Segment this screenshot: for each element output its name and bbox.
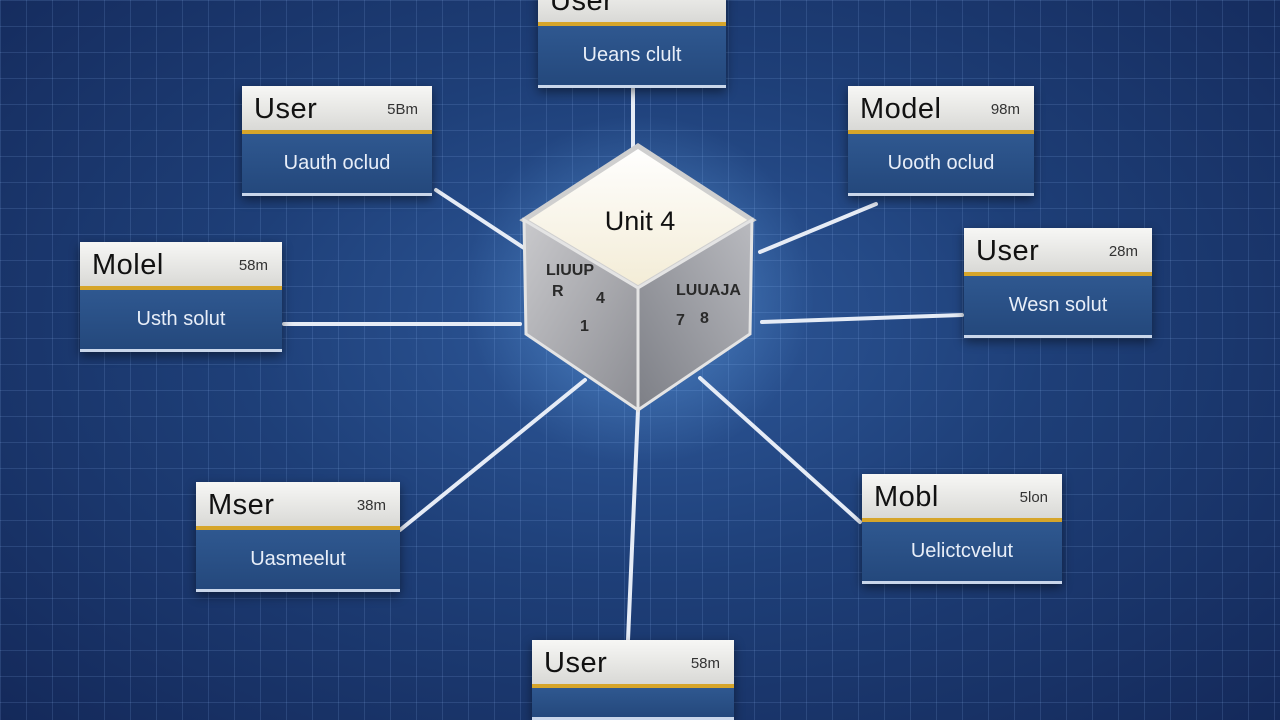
node-subtitle: Uooth oclud <box>848 134 1034 196</box>
node-card-header: Model 98m <box>848 86 1034 134</box>
node-title: Mser <box>208 489 275 521</box>
node-subtitle: Usth solut <box>80 290 282 352</box>
cube-right-face-text-2: 7 <box>676 312 685 329</box>
center-label: Unit 4 <box>604 206 676 236</box>
node-title: Model <box>860 93 942 125</box>
node-subtitle: Uauth oclud <box>242 134 432 196</box>
cube-right-face-text-3: 8 <box>700 310 709 327</box>
cube-left-face-text-4: 4 <box>596 290 605 307</box>
node-card-mid-right[interactable]: User 28m Wesn solut <box>964 228 1152 338</box>
node-tag: 38m <box>356 497 386 514</box>
node-title: Molel <box>92 249 164 281</box>
node-card-top-right[interactable]: Model 98m Uooth oclud <box>848 86 1034 196</box>
connector-top-left <box>434 188 526 250</box>
connector-bottom-right <box>698 376 862 524</box>
node-title: User <box>254 93 318 125</box>
node-title: User <box>544 647 608 679</box>
center-cube <box>519 143 757 413</box>
node-tag: 5lon <box>1019 489 1048 506</box>
node-title: User <box>976 235 1040 267</box>
node-card-mid-left[interactable]: Molel 58m Usth solut <box>80 242 282 352</box>
node-card-bottom[interactable]: User 58m <box>532 640 734 720</box>
node-card-bottom-right[interactable]: Mobl 5lon Uelictcvelut <box>862 474 1062 584</box>
cube-left-face-text-3: 1 <box>580 318 589 335</box>
connector-top-right <box>758 202 878 254</box>
cube-left-face-text-2: R <box>552 283 564 300</box>
node-tag: 98m <box>990 101 1020 118</box>
node-card-header: User <box>538 0 726 26</box>
node-subtitle: Uasmeelut <box>196 530 400 592</box>
node-card-top-left[interactable]: User 5Bm Uauth oclud <box>242 86 432 196</box>
node-card-header: Mobl 5lon <box>862 474 1062 522</box>
cube-left-face-text-1: LIUUP <box>546 262 594 279</box>
node-tag: 58m <box>238 257 268 274</box>
node-card-bottom-left[interactable]: Mser 38m Uasmeelut <box>196 482 400 592</box>
node-card-top[interactable]: User Ueans clult <box>538 0 726 88</box>
node-subtitle <box>532 688 734 720</box>
node-card-header: Mser 38m <box>196 482 400 530</box>
connector-bottom <box>626 408 640 642</box>
node-subtitle: Uelictcvelut <box>862 522 1062 584</box>
node-tag: 28m <box>1108 243 1138 260</box>
connector-bottom-left <box>398 378 587 532</box>
node-title: Mobl <box>874 481 939 513</box>
node-card-header: Molel 58m <box>80 242 282 290</box>
node-tag: 58m <box>690 655 720 672</box>
node-title: User <box>550 0 614 17</box>
connector-mid-right <box>760 313 964 324</box>
node-subtitle: Ueans clult <box>538 26 726 88</box>
node-card-header: User 58m <box>532 640 734 688</box>
node-card-header: User 5Bm <box>242 86 432 134</box>
node-card-header: User 28m <box>964 228 1152 276</box>
node-tag: 5Bm <box>387 101 418 118</box>
node-subtitle: Wesn solut <box>964 276 1152 338</box>
cube-right-face-text-1: LUUAJA <box>676 282 741 299</box>
